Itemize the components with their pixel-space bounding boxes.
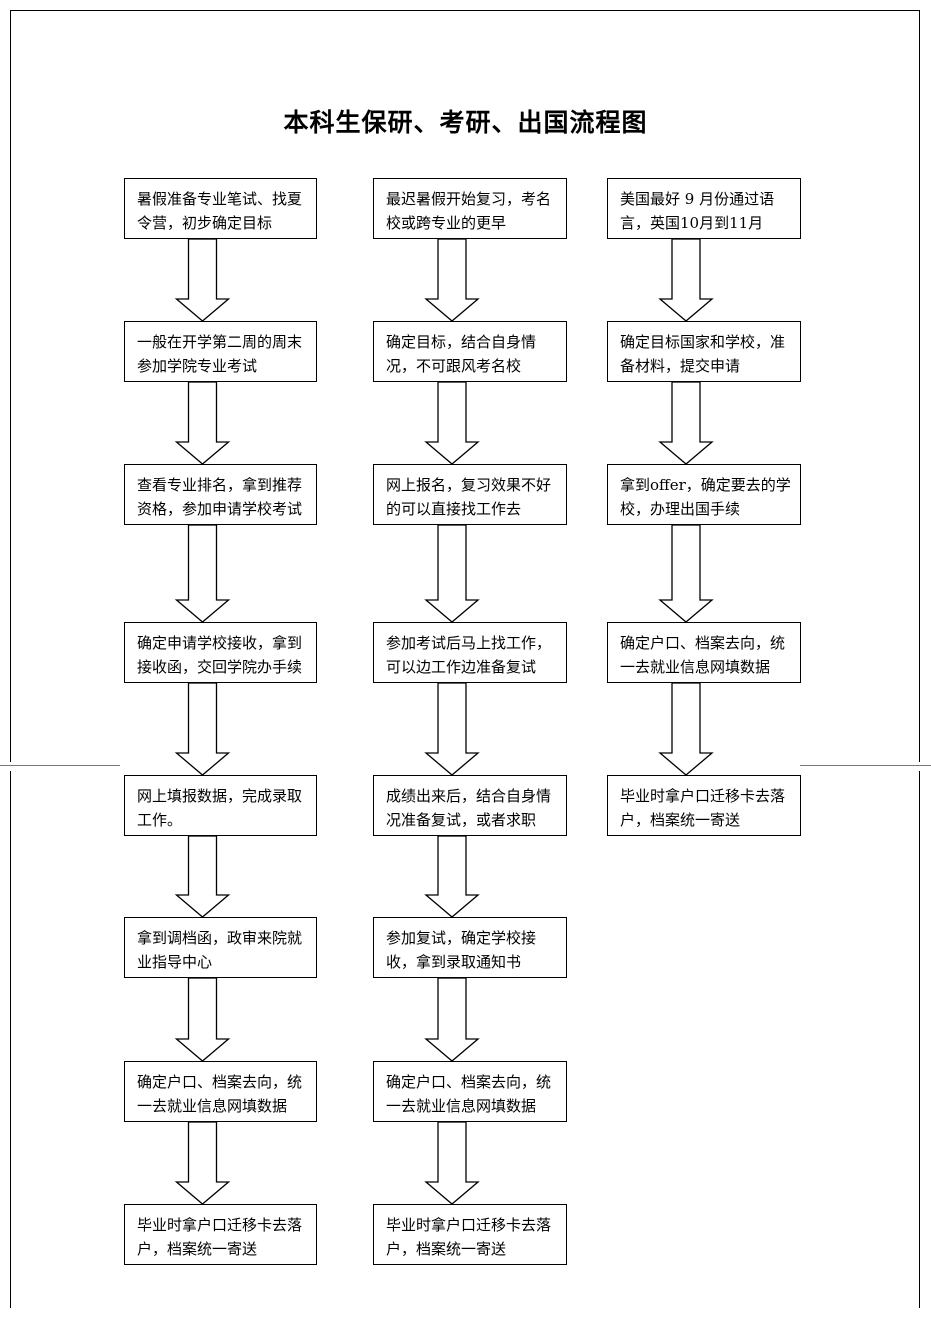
page-border-left-top — [10, 10, 11, 762]
arrow-baoyan-7-to-8 — [174, 1121, 231, 1205]
step-box-chuguo-1: 美国最好 9 月份通过语言，英国10月到11月 — [607, 178, 801, 239]
page-border-left-bottom — [10, 771, 11, 1308]
page-divider-right — [800, 765, 931, 766]
step-box-kaoyan-1: 最迟暑假开始复习，考名校或跨专业的更早 — [373, 178, 567, 239]
step-box-baoyan-8: 毕业时拿户口迁移卡去落户，档案统一寄送 — [124, 1204, 317, 1265]
arrow-kaoyan-2-to-3 — [424, 381, 480, 465]
step-box-kaoyan-6: 参加复试，确定学校接收，拿到录取通知书 — [373, 917, 567, 978]
step-box-baoyan-1: 暑假准备专业笔试、找夏令营，初步确定目标 — [124, 178, 317, 239]
step-box-kaoyan-2: 确定目标，结合自身情况，不可跟风考名校 — [373, 321, 567, 382]
arrow-kaoyan-4-to-5 — [424, 682, 480, 776]
step-box-chuguo-5: 毕业时拿户口迁移卡去落户，档案统一寄送 — [607, 775, 801, 836]
step-box-baoyan-4: 确定申请学校接收，拿到接收函，交回学院办手续 — [124, 622, 317, 683]
step-box-baoyan-6: 拿到调档函，政审来院就业指导中心 — [124, 917, 317, 978]
arrow-kaoyan-3-to-4 — [424, 524, 480, 623]
step-box-baoyan-5: 网上填报数据，完成录取工作。 — [124, 775, 317, 836]
step-box-kaoyan-3: 网上报名，复习效果不好的可以直接找工作去 — [373, 464, 567, 525]
arrow-baoyan-1-to-2 — [174, 238, 231, 322]
step-box-baoyan-7: 确定户口、档案去向，统一去就业信息网填数据 — [124, 1061, 317, 1122]
page-title: 本科生保研、考研、出国流程图 — [283, 108, 648, 137]
step-box-chuguo-2: 确定目标国家和学校，准备材料，提交申请 — [607, 321, 801, 382]
page-divider-left — [0, 765, 120, 766]
page-border-right-bottom — [919, 771, 920, 1308]
step-box-kaoyan-8: 毕业时拿户口迁移卡去落户，档案统一寄送 — [373, 1204, 567, 1265]
step-box-chuguo-3: 拿到offer，确定要去的学校，办理出国手续 — [607, 464, 801, 525]
arrow-chuguo-1-to-2 — [658, 238, 714, 322]
step-box-kaoyan-4: 参加考试后马上找工作，可以边工作边准备复试 — [373, 622, 567, 683]
arrow-baoyan-5-to-6 — [174, 835, 231, 918]
step-box-kaoyan-7: 确定户口、档案去向，统一去就业信息网填数据 — [373, 1061, 567, 1122]
arrow-kaoyan-7-to-8 — [424, 1121, 480, 1205]
arrow-baoyan-4-to-5 — [174, 682, 231, 776]
arrow-chuguo-3-to-4 — [658, 524, 714, 623]
page-border-right-top — [919, 10, 920, 762]
step-box-kaoyan-5: 成绩出来后，结合自身情况准备复试，或者求职 — [373, 775, 567, 836]
arrow-baoyan-3-to-4 — [174, 524, 231, 623]
arrow-kaoyan-6-to-7 — [424, 977, 480, 1062]
step-box-chuguo-4: 确定户口、档案去向，统一去就业信息网填数据 — [607, 622, 801, 683]
arrow-chuguo-2-to-3 — [658, 381, 714, 465]
arrow-kaoyan-5-to-6 — [424, 835, 480, 918]
arrow-kaoyan-1-to-2 — [424, 238, 480, 322]
arrow-baoyan-2-to-3 — [174, 381, 231, 465]
step-box-baoyan-2: 一般在开学第二周的周末参加学院专业考试 — [124, 321, 317, 382]
arrow-baoyan-6-to-7 — [174, 977, 231, 1062]
step-box-baoyan-3: 查看专业排名，拿到推荐资格，参加申请学校考试 — [124, 464, 317, 525]
page-border-top — [10, 10, 920, 11]
arrow-chuguo-4-to-5 — [658, 682, 714, 776]
